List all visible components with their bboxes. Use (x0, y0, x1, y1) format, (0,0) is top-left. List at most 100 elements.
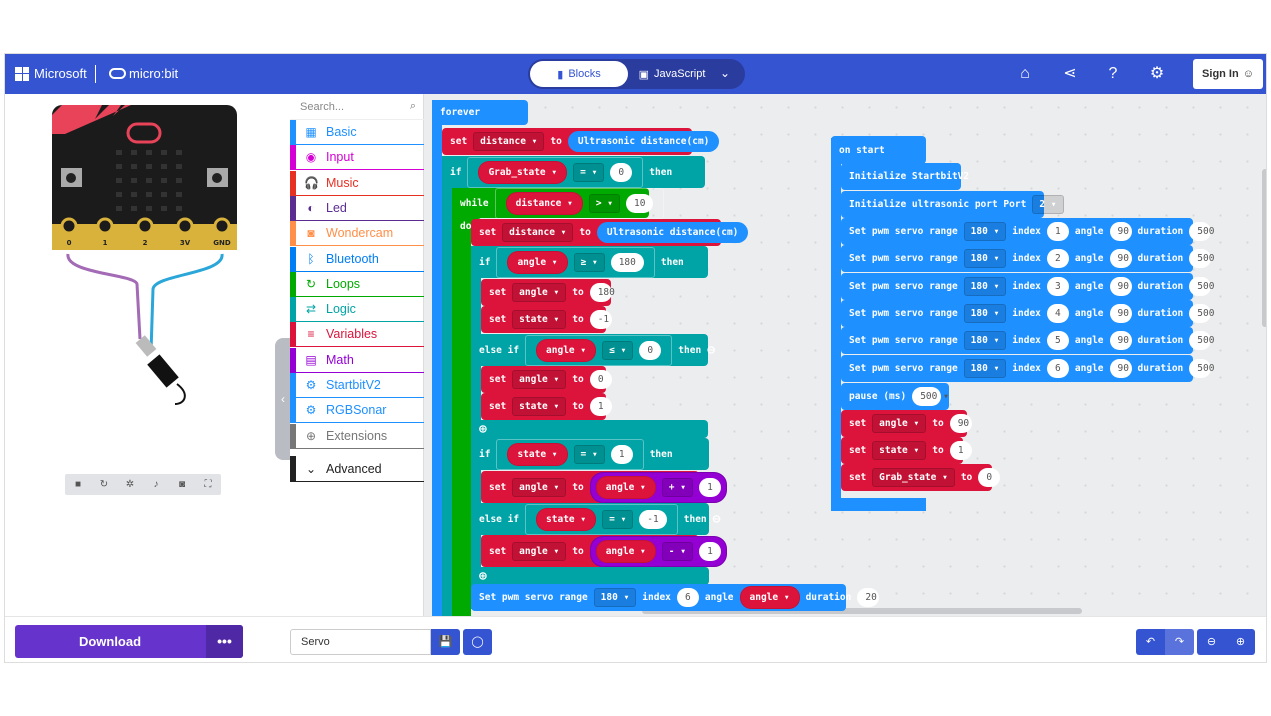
number-input[interactable]: 1 (589, 397, 612, 416)
operator-dropdown[interactable]: ≤ ▾ (602, 340, 634, 360)
number-input[interactable]: 90 (1109, 303, 1132, 323)
number-input[interactable]: 500 (1189, 249, 1214, 269)
remove-else-icon[interactable]: ⊖ (712, 511, 721, 527)
variable-dropdown[interactable]: angle ▾ (512, 370, 567, 389)
number-input[interactable]: 180 (589, 283, 615, 302)
variable-dropdown[interactable]: 180 ▾ (963, 303, 1007, 323)
number-input[interactable]: 10 (626, 193, 654, 213)
variable-reporter[interactable]: angle ▾ (507, 250, 568, 274)
toolbox-category-variables[interactable]: ≡Variables (290, 322, 424, 348)
number-input[interactable]: 180 (610, 252, 644, 272)
number-input[interactable]: 6 (1046, 358, 1069, 378)
number-input[interactable]: 6 (676, 588, 699, 607)
number-input[interactable]: 500 (1189, 358, 1214, 378)
variable-reporter[interactable]: state ▾ (536, 507, 597, 531)
toolbox-category-extensions[interactable]: ⊕Extensions (290, 423, 424, 449)
variable-reporter[interactable]: angle ▾ (595, 475, 656, 499)
number-input[interactable]: 5 (1046, 331, 1069, 351)
variable-dropdown[interactable]: distance ▾ (502, 223, 574, 242)
ultrasonic-reporter[interactable]: Ultrasonic distance(cm) (567, 131, 720, 152)
share-icon[interactable]: ⋖ (1063, 65, 1077, 82)
code-block[interactable]: ⊕ (471, 567, 709, 585)
variable-reporter[interactable]: Grab_state ▾ (478, 160, 568, 184)
code-block[interactable]: forever (432, 100, 528, 125)
number-input[interactable]: 1 (1046, 222, 1069, 241)
comparison-block[interactable]: state ▾= ▾1 (496, 438, 644, 470)
more-options-button[interactable]: ••• (206, 625, 243, 658)
project-name-input[interactable]: Servo (290, 629, 431, 655)
number-input[interactable]: 90 (949, 414, 972, 433)
restart-icon[interactable]: ↻ (99, 479, 109, 490)
ultrasonic-reporter[interactable]: Ultrasonic distance(cm) (596, 222, 749, 243)
number-input[interactable]: 90 (1109, 331, 1132, 351)
toolbox-advanced[interactable]: ⌄Advanced (290, 456, 424, 482)
home-icon[interactable]: ⌂ (1020, 65, 1030, 82)
variable-dropdown[interactable]: 180 ▾ (963, 222, 1007, 241)
variable-dropdown[interactable]: angle ▾ (512, 477, 567, 497)
variable-dropdown[interactable]: Grab_state ▾ (872, 468, 955, 487)
number-input[interactable]: 90 (1109, 249, 1132, 269)
number-input[interactable]: 1 (949, 441, 972, 460)
sign-in-button[interactable]: Sign In☺ (1193, 59, 1263, 89)
variable-reporter[interactable]: angle ▾ (536, 338, 597, 362)
chevron-down-icon[interactable]: ⌄ (720, 66, 731, 80)
math-block[interactable]: angle ▾- ▾1 (589, 535, 727, 567)
debug-icon[interactable]: ✲ (125, 479, 135, 490)
number-input[interactable]: 500 (1189, 303, 1214, 323)
code-block[interactable]: Initialize StartbitV2 (841, 163, 969, 190)
toolbox-category-rgbsonar[interactable]: ⚙RGBSonar (290, 398, 424, 424)
comparison-block[interactable]: angle ▾≤ ▾0 (525, 334, 673, 366)
variable-dropdown[interactable]: 180 ▾ (593, 588, 637, 607)
search-icon[interactable]: ⌕ (409, 100, 416, 112)
tab-javascript[interactable]: ▣JavaScript (632, 61, 712, 87)
number-input[interactable]: 0 (639, 340, 662, 360)
operator-dropdown[interactable]: ≥ ▾ (573, 252, 605, 272)
number-input[interactable]: 3 (1046, 276, 1069, 296)
variable-reporter[interactable]: state ▾ (507, 442, 568, 466)
comparison-block[interactable]: Grab_state ▾= ▾0 (467, 156, 644, 188)
operator-dropdown[interactable]: - ▾ (661, 541, 693, 561)
toolbox-category-startbitv2[interactable]: ⚙StartbitV2 (290, 373, 424, 398)
number-input[interactable]: 1 (610, 444, 633, 464)
add-else-icon[interactable]: ⊕ (479, 421, 487, 437)
collapse-simulator-button[interactable]: ‹ (275, 338, 291, 460)
number-input[interactable]: 90 (1109, 222, 1132, 241)
toolbox-category-basic[interactable]: ▦Basic (290, 120, 424, 145)
number-dropdown[interactable]: 500 ▾ (912, 387, 949, 406)
comparison-block[interactable]: angle ▾≥ ▾180 (496, 246, 655, 278)
number-input[interactable]: 1 (698, 477, 721, 497)
toolbox-category-led[interactable]: ◐Led (290, 195, 424, 221)
number-input[interactable]: 0 (610, 162, 633, 182)
microsoft-logo[interactable]: Microsoft (15, 66, 87, 81)
code-block[interactable]: on start (831, 136, 926, 164)
horizontal-scrollbar[interactable] (642, 608, 1082, 614)
zoom-out-icon[interactable]: ⊖ (1197, 629, 1226, 655)
vertical-scrollbar[interactable] (1262, 169, 1266, 327)
operator-dropdown[interactable]: = ▾ (573, 444, 605, 464)
number-input[interactable]: 20 (857, 588, 880, 607)
variable-dropdown[interactable]: angle ▾ (512, 283, 567, 302)
number-input[interactable]: -1 (639, 509, 667, 529)
operator-dropdown[interactable]: > ▾ (588, 193, 621, 213)
variable-dropdown[interactable]: state ▾ (512, 397, 567, 416)
gear-icon[interactable]: ⚙ (1149, 65, 1165, 82)
number-input[interactable]: -1 (589, 310, 612, 329)
toolbox-search-input[interactable]: Search...⌕ (290, 94, 424, 120)
toolbox-category-loops[interactable]: ↻Loops (290, 271, 424, 297)
toolbox-category-logic[interactable]: ⇄Logic (290, 297, 424, 323)
comparison-block[interactable]: distance ▾> ▾10 (494, 187, 665, 219)
tab-blocks[interactable]: ▮Blocks (530, 61, 628, 87)
comparison-block[interactable]: state ▾= ▾-1 (525, 503, 678, 535)
variable-dropdown[interactable]: angle ▾ (512, 541, 567, 561)
number-input[interactable]: 2 (1046, 249, 1069, 269)
